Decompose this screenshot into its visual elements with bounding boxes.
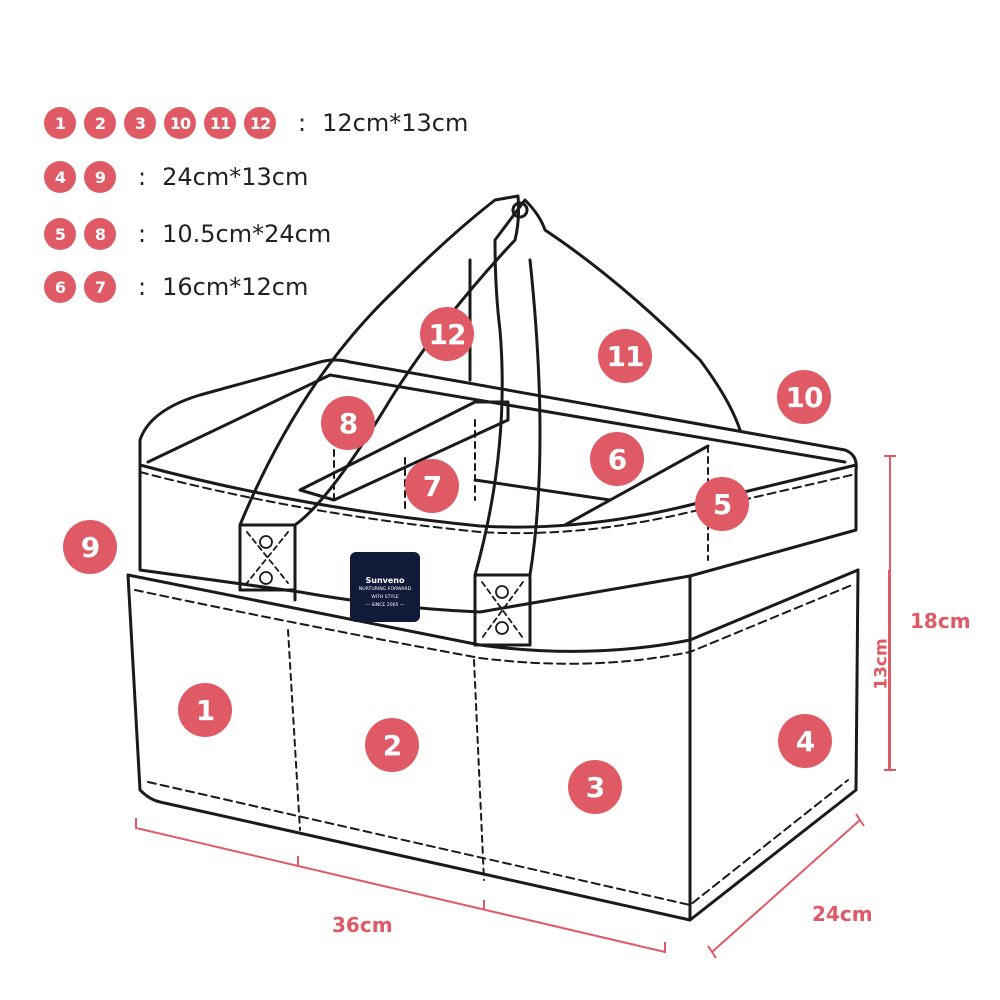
legend-badge: 6 — [44, 271, 76, 303]
bag-back-rim-inner — [146, 373, 847, 464]
legend-size: 24cm*13cm — [162, 163, 309, 191]
brand-logo-patch: Sunveno NURTURING FORWARD WITH STYLE — S… — [350, 552, 420, 622]
bag-pocket-outer — [126, 568, 860, 922]
legend-badge: 3 — [124, 107, 156, 139]
length-dimension-line — [135, 818, 666, 954]
compartment-callout-10: 10 — [777, 370, 831, 424]
legend-row-4: 6 7 : 16cm*12cm — [44, 270, 308, 304]
length-label: 36cm — [332, 913, 393, 937]
compartment-callout-9: 9 — [63, 520, 117, 574]
legend-badge: 10 — [164, 107, 196, 139]
compartment-callout-5: 5 — [695, 477, 749, 531]
width-dimension-line — [707, 813, 865, 959]
legend-badge: 12 — [244, 107, 276, 139]
legend-row-1: 1 2 3 10 11 12 : 12cm*13cm — [44, 106, 468, 140]
compartment-callout-2: 2 — [365, 718, 419, 772]
legend-badge: 2 — [84, 107, 116, 139]
handle-snap — [511, 201, 529, 219]
compartment-callout-8: 8 — [321, 396, 375, 450]
legend-size: 12cm*13cm — [322, 109, 469, 137]
legend-size: 16cm*12cm — [162, 273, 309, 301]
brand-name: Sunveno — [365, 576, 405, 585]
compartment-callout-7: 7 — [405, 459, 459, 513]
legend-badge: 9 — [84, 161, 116, 193]
legend-size: 10.5cm*24cm — [162, 220, 332, 248]
legend-badge: 7 — [84, 271, 116, 303]
brand-tagline: WITH STYLE — [371, 595, 399, 600]
brand-tagline: — SINCE 2005 — — [365, 603, 405, 608]
legend-row-2: 4 9 : 24cm*13cm — [44, 160, 308, 194]
compartment-callout-6: 6 — [590, 432, 644, 486]
width-label: 24cm — [812, 902, 873, 926]
legend-badge: 8 — [84, 218, 116, 250]
compartment-callout-12: 12 — [420, 307, 474, 361]
compartment-callout-1: 1 — [178, 683, 232, 737]
bag-front-top-edge — [138, 463, 858, 529]
compartment-callout-11: 11 — [598, 329, 652, 383]
divider-right — [563, 444, 710, 527]
legend-separator: : — [138, 163, 147, 191]
bag-pocket-top — [126, 568, 860, 653]
handle-right — [473, 198, 742, 647]
total-height-label: 18cm — [910, 609, 971, 633]
legend-separator: : — [298, 109, 307, 137]
legend-separator: : — [138, 273, 147, 301]
legend-row-3: 5 8 : 10.5cm*24cm — [44, 217, 331, 251]
compartment-callout-3: 3 — [568, 760, 622, 814]
legend-separator: : — [138, 220, 147, 248]
legend-badge: 11 — [204, 107, 236, 139]
divider-center — [298, 400, 510, 502]
brand-tagline: NURTURING FORWARD — [358, 587, 412, 592]
pocket-height-label: 13cm — [871, 638, 892, 690]
compartment-callout-4: 4 — [778, 714, 832, 768]
legend-badge: 4 — [44, 161, 76, 193]
legend-badge: 1 — [44, 107, 76, 139]
legend-badge: 5 — [44, 218, 76, 250]
